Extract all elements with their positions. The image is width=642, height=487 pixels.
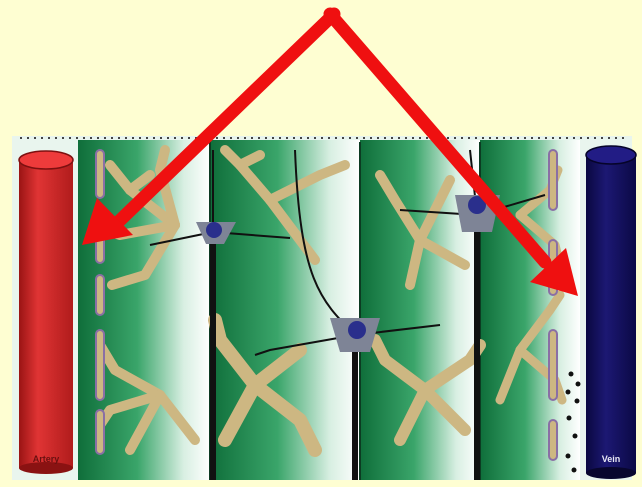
artery-label: Artery (33, 454, 60, 464)
vein: Vein (586, 146, 636, 479)
vein-label: Vein (602, 454, 621, 464)
artery: Artery (19, 151, 73, 474)
